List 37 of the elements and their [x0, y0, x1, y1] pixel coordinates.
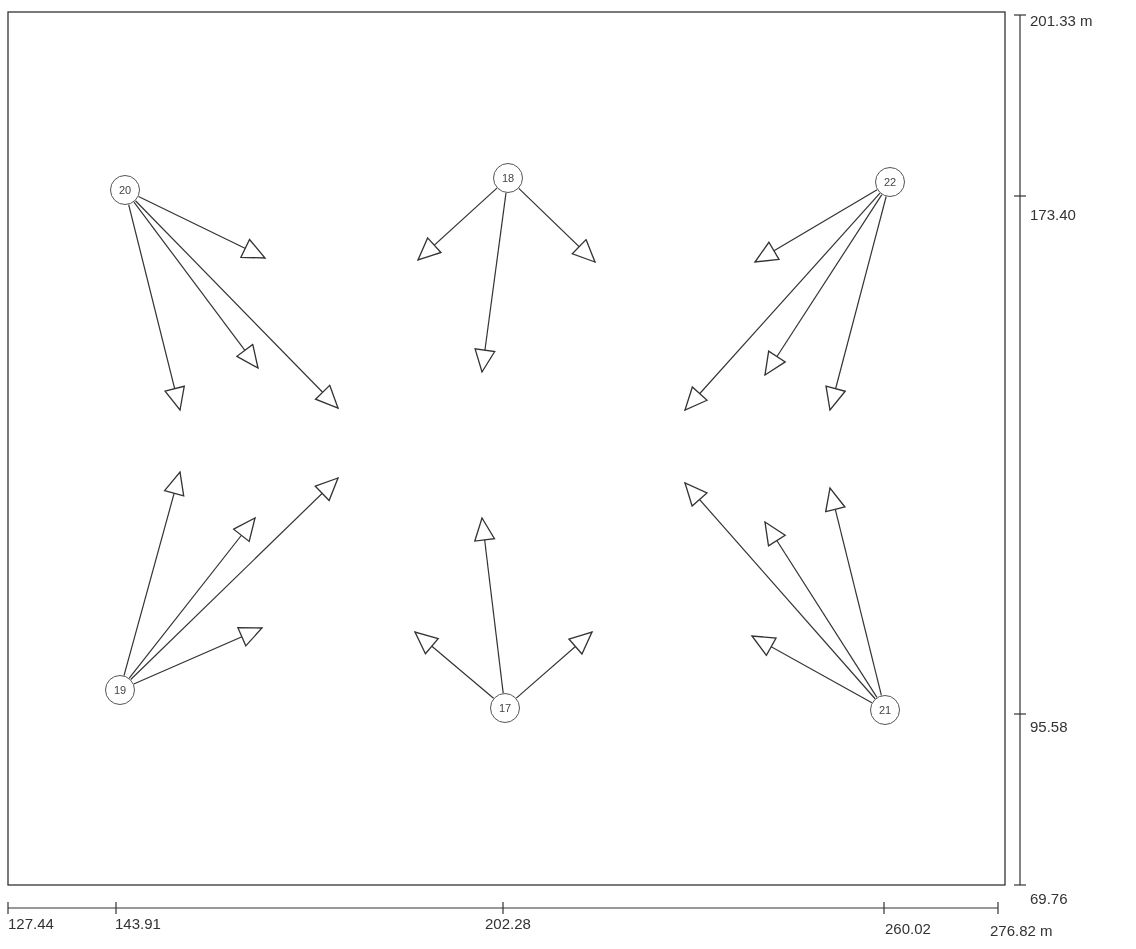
arrow: [133, 627, 263, 685]
dimension-value: 95.58: [1030, 718, 1068, 735]
speaker-circle: 18: [493, 163, 523, 193]
arrow: [764, 521, 878, 698]
dimension-value: 201.33 m: [1030, 12, 1093, 29]
arrow: [825, 487, 882, 697]
speaker-circle: 20: [110, 175, 140, 205]
arrow: [133, 201, 259, 369]
arrow: [474, 192, 507, 373]
speaker-circle: 21: [870, 695, 900, 725]
arrow: [754, 189, 878, 263]
arrow: [134, 200, 339, 409]
arrow: [128, 517, 256, 679]
arrow: [137, 195, 266, 259]
arrow: [474, 517, 504, 694]
arrow: [417, 187, 498, 261]
dimension-value: 69.76: [1030, 890, 1068, 907]
arrow: [515, 631, 593, 699]
arrow: [518, 187, 596, 263]
dimension-value: 202.28: [485, 915, 531, 932]
dimension-value: 173.40: [1030, 206, 1076, 223]
speaker-circle: 19: [105, 675, 135, 705]
arrow: [764, 194, 883, 376]
arrow: [825, 195, 887, 411]
arrow: [414, 631, 495, 699]
arrow: [751, 635, 873, 704]
dimension-value: 260.02: [885, 920, 931, 937]
dimension-value: 127.44: [8, 915, 54, 932]
dimension-value: 276.82 m: [990, 922, 1053, 939]
arrow: [130, 477, 339, 681]
speaker-circle: 22: [875, 167, 905, 197]
arrow: [128, 203, 185, 411]
speaker-circle: 17: [490, 693, 520, 723]
arrow: [684, 192, 881, 411]
dimension-value: 143.91: [115, 915, 161, 932]
arrow: [684, 482, 876, 700]
arrow: [123, 471, 185, 677]
